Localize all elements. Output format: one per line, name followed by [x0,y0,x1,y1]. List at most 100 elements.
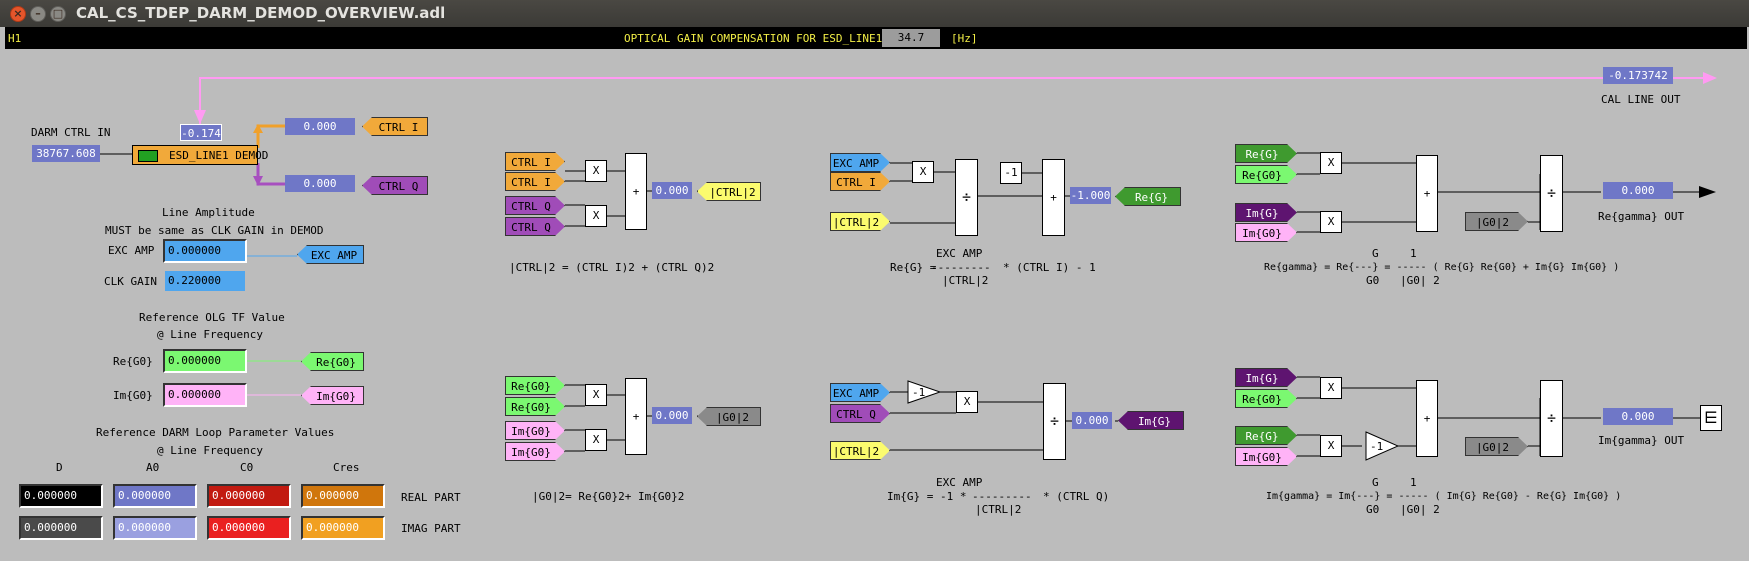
img-formula-num: EXC AMP [936,476,983,489]
regamma-in1-tag[interactable]: Re{G} [1235,144,1297,163]
img-div: ÷ [1043,383,1066,460]
col-a0-header: A0 [146,461,160,474]
imgamma-mult1: X [1320,377,1342,399]
g0sq-out-tag[interactable]: |G0|2 [697,407,761,426]
a0-real-input[interactable]: 0.000000 [113,484,197,508]
im-g0-label: Im{G0} [113,389,153,402]
a0-imag-input[interactable]: 0.000000 [113,516,197,540]
header-title: OPTICAL GAIN COMPENSATION FOR ESD_LINE1 … [624,32,903,45]
regamma-sum: + [1416,155,1438,232]
reg-value: -1.000 [1070,187,1111,204]
window-minimize-button[interactable]: – [30,6,46,22]
ctrl-sq-out-tag[interactable]: |CTRL|2 [697,182,761,201]
g0sq-in3-tag[interactable]: Im{G0} [505,421,565,440]
img-in1-tag[interactable]: EXC AMP [830,383,890,402]
g0sq-formula: |G0|2= Re{G0}2+ Im{G0}2 [532,490,685,503]
g0sq-in4-tag[interactable]: Im{G0} [505,442,565,461]
img-formula-bar: --------- [972,490,1032,503]
reg-in3-tag[interactable]: |CTRL|2 [830,212,890,231]
ctrl-sq-in4-tag[interactable]: CTRL Q [505,217,565,236]
ctrl-i-tag[interactable]: CTRL I [362,117,428,136]
loop-params-subheading: @ Line Frequency [157,444,263,457]
reg-formula-left: Re{G} = [890,261,937,274]
window-close-button[interactable]: × [10,6,26,22]
ctrl-sq-formula: |CTRL|2 = (CTRL I)2 + (CTRL Q)2 [509,261,715,274]
col-cres-header: Cres [333,461,360,474]
ifo-label: H1 [8,32,22,45]
col-c0-header: C0 [240,461,254,474]
reg-in1-tag[interactable]: EXC AMP [830,153,890,172]
imgamma-in2-tag[interactable]: Re{G0} [1235,389,1297,408]
ctrl-sq-in3-tag[interactable]: CTRL Q [505,196,565,215]
reg-sum: + [1042,159,1065,236]
reg-in2-tag[interactable]: CTRL I [830,172,890,191]
regamma-in4-tag[interactable]: Im{G0} [1235,223,1297,242]
cres-imag-input[interactable]: 0.000000 [301,516,385,540]
reg-neg-const: -1 [1000,162,1022,184]
regamma-f-den-g: G0 [1366,274,1380,287]
cal-line-out-value: -0.173742 [1603,67,1673,84]
d-real-input[interactable]: 0.000000 [19,484,103,508]
line-amplitude-note: MUST be same as CLK GAIN in DEMOD [105,224,324,237]
img-mult: X [956,391,978,413]
d-imag-input[interactable]: 0.000000 [19,516,103,540]
window-titlebar: × – □ CAL_CS_TDEP_DARM_DEMOD_OVERVIEW.ad… [0,0,1749,27]
exc-amp-tag[interactable]: EXC AMP [297,245,364,264]
imgamma-in1-tag[interactable]: Im{G} [1235,368,1297,387]
img-neg-gain: -1 [912,386,926,399]
c0-imag-input[interactable]: 0.000000 [207,516,291,540]
olg-subheading: @ Line Frequency [157,328,263,341]
reg-out-tag[interactable]: Re{G} [1115,187,1181,206]
clk-gain-label: CLK GAIN [104,275,157,288]
regamma-formula: Re{gamma} = Re{---} = ----- ( Re{G} Re{G… [1264,262,1620,273]
imgamma-in4-tag[interactable]: Im{G0} [1235,447,1297,466]
imgamma-neg-gain: -1 [1370,440,1384,453]
reg-formula-num: EXC AMP [936,247,983,260]
cres-real-input[interactable]: 0.000000 [301,484,385,508]
ctrl-q-tag[interactable]: CTRL Q [362,176,428,195]
ctrl-sq-in1-tag[interactable]: CTRL I [505,152,565,171]
regamma-in2-tag[interactable]: Re{G0} [1235,165,1297,184]
regamma-value: 0.000 [1603,182,1673,199]
im-g0-tag[interactable]: Im{G0} [301,386,364,405]
g0sq-mult1: X [585,384,607,406]
esd-line1-demod-button[interactable]: ESD_LINE1 DEMOD [132,145,268,165]
imgamma-out-label: Im{gamma} OUT [1598,434,1685,447]
imag-part-label: IMAG PART [401,522,461,535]
window-maximize-button[interactable]: □ [50,6,66,22]
reg-formula-bar: --------- [931,261,991,274]
imgamma-value: 0.000 [1603,408,1673,425]
re-g0-input[interactable]: 0.000000 [163,349,247,373]
imgamma-f-num-1: 1 [1410,476,1417,489]
clk-gain-value: 0.220000 [163,269,247,293]
im-g0-input[interactable]: 0.000000 [163,383,247,407]
g0sq-in2-tag[interactable]: Re{G0} [505,397,565,416]
demod-q-value: 0.000 [285,175,355,192]
re-g0-tag[interactable]: Re{G0} [301,352,364,371]
img-in3-tag[interactable]: |CTRL|2 [830,441,890,460]
g0sq-mult2: X [585,429,607,451]
ctrl-sq-sum: + [625,153,647,230]
imgamma-sum: + [1416,380,1438,457]
darm-ctrl-in-label: DARM CTRL IN [31,126,111,139]
imgamma-f-den-1: |G0| 2 [1400,503,1440,516]
demod-block-label: ESD_LINE1 DEMOD [169,149,269,162]
ctrl-sq-in2-tag[interactable]: CTRL I [505,172,565,191]
g0sq-in1-tag[interactable]: Re{G0} [505,376,565,395]
img-out-tag[interactable]: Im{G} [1118,411,1184,430]
line-frequency-readout: 34.7 [882,29,940,47]
img-formula-left: Im{G} = -1 * [887,490,967,503]
imgamma-in3-tag[interactable]: Re{G} [1235,426,1297,445]
g0sq-sum: + [625,378,647,455]
imgamma-mult2: X [1320,435,1342,457]
regamma-g0sq-tag[interactable]: |G0|2 [1465,212,1528,231]
demod-i-value: 0.000 [285,118,355,135]
exc-amp-input[interactable]: 0.000000 [163,239,247,263]
c0-real-input[interactable]: 0.000000 [207,484,291,508]
regamma-in3-tag[interactable]: Im{G} [1235,203,1297,222]
imgamma-g0sq-tag[interactable]: |G0|2 [1465,437,1528,456]
olg-heading: Reference OLG TF Value [139,311,285,324]
img-in2-tag[interactable]: CTRL Q [830,404,890,423]
demod-mag-value: -0.174 [180,124,222,141]
